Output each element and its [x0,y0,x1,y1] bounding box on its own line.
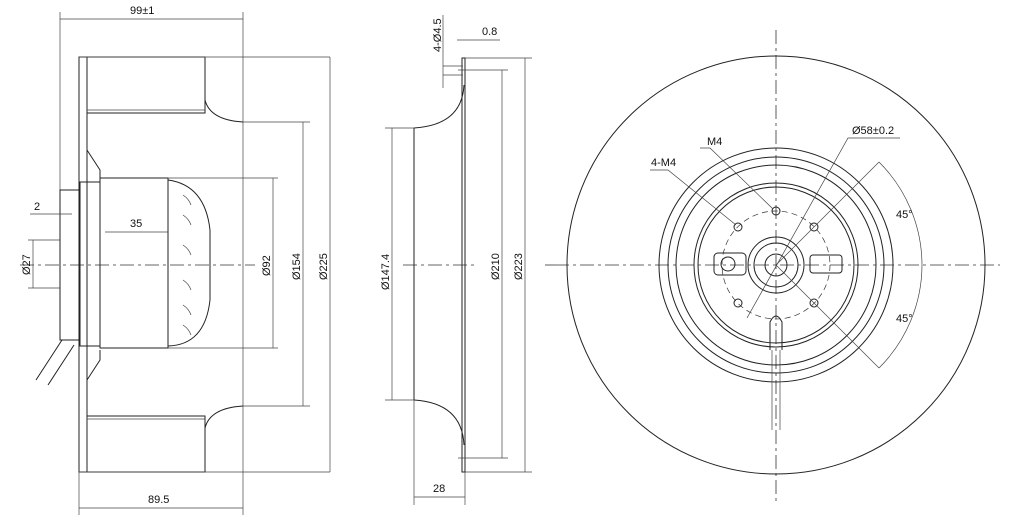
dim-motor-dia: Ø92 [261,255,273,276]
dim-flange-dia: Ø223 [513,253,525,280]
label-thread-m4: M4 [707,136,722,148]
inlet-ring-view: Ø147.4 Ø210 Ø223 28 0.8 4-Ø4.5 [380,15,555,505]
dim-inlet-dia: Ø154 [291,253,303,280]
dim-impeller-width: 89.5 [148,494,169,506]
dim-shaft-step: 2 [34,201,40,213]
label-angle-bottom: 45° [896,313,913,325]
bolt-holes [733,206,819,308]
label-thread-4m4: 4-M4 [651,157,676,169]
dim-throat-dia: Ø147.4 [380,254,392,290]
dim-mounting-holes: 4-Ø4.5 [432,18,444,52]
dim-hole-circle-dia: Ø210 [490,253,502,280]
label-plate [809,254,843,274]
label-bolt-circle: Ø58±0.2 [852,125,894,137]
dim-shaft-dia: Ø27 [21,254,33,275]
logo-plate [713,252,747,276]
front-view: M4 4-M4 Ø58±0.2 45° 45° [555,30,1000,505]
dim-thickness: 0.8 [482,26,497,38]
label-angle-top: 45° [896,209,913,221]
dim-overall-width: 99±1 [130,5,154,17]
side-view: 99±1 35 2 Ø27 Ø92 Ø154 [20,5,331,515]
dim-motor-length: 35 [130,218,142,230]
dim-impeller-dia: Ø225 [318,253,330,280]
dim-depth: 28 [433,483,445,495]
